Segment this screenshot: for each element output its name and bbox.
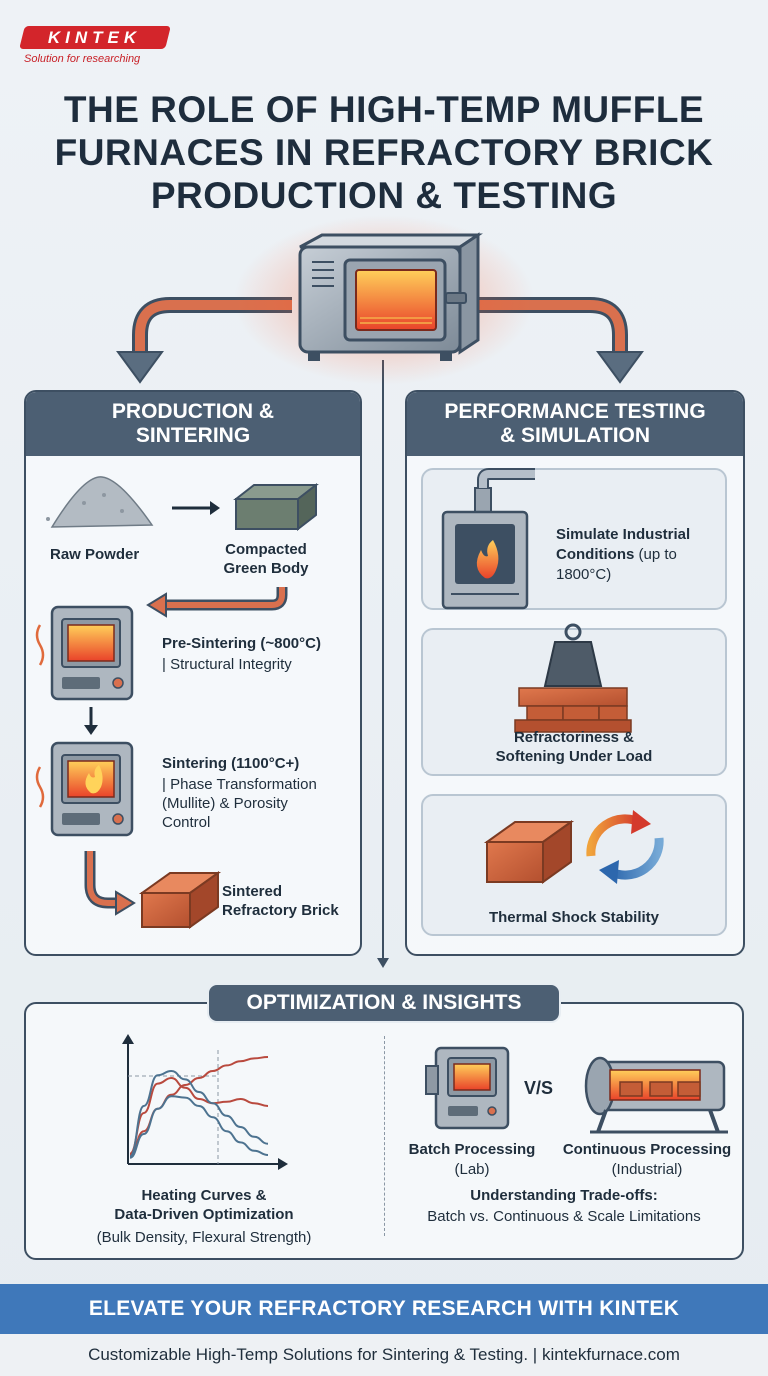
- footer-text: Customizable High-Temp Solutions for Sin…: [0, 1334, 768, 1376]
- batch-furnace-icon: [425, 1046, 510, 1130]
- continuous-sub: (Industrial): [611, 1161, 683, 1178]
- production-graphics: [35, 476, 319, 929]
- pre-sintering-title: Pre-Sintering (~800°C): [162, 635, 321, 652]
- pre-sintering-detail: | Structural Integrity: [162, 656, 292, 673]
- chart-subtitle: (Bulk Density, Flexural Strength): [96, 1229, 312, 1246]
- sintering-title: Sintering (1100°C+): [162, 755, 300, 772]
- chart-title: Heating Curves & Data-Driven Optimizatio…: [114, 1187, 294, 1223]
- page-title: THE ROLE OF HIGH-TEMP MUFFLE FURNACES IN…: [54, 89, 714, 216]
- logo-tagline: Solution for researching: [24, 53, 141, 65]
- load-test-icon: [514, 623, 632, 733]
- green-body-label: Compacted Green Body: [223, 541, 309, 577]
- sintering-furnace-icon: [35, 741, 134, 837]
- sintered-brick-label: Sintered Refractory Brick: [222, 883, 339, 919]
- vs-label: V/S: [524, 1078, 554, 1098]
- batch-sub: (Lab): [454, 1161, 490, 1178]
- thermal-shock-card: [421, 794, 727, 936]
- testing-heading: PERFORMANCE TESTING & SIMULATION: [407, 392, 743, 456]
- processing-graphics: [425, 1046, 728, 1134]
- chart-x-axis-arrow: [278, 1158, 288, 1170]
- cta-banner: ELEVATE YOUR REFRACTORY RESEARCH WITH KI…: [0, 1284, 768, 1334]
- thermal-shock-label: Thermal Shock Stability: [488, 909, 660, 926]
- flow-graphics: [116, 215, 644, 968]
- simulate-label: Simulate Industrial Conditions (up to 18…: [556, 525, 690, 585]
- batch-label: Batch Processing: [408, 1141, 536, 1158]
- sintering-detail: | Phase Transformation (Mullite) & Poros…: [162, 776, 317, 831]
- chart-series-line-4: [129, 1095, 269, 1159]
- left-flow-arrow: [116, 297, 292, 384]
- process-arrow: [172, 501, 220, 515]
- chart-y-axis-arrow: [122, 1034, 134, 1044]
- right-flow-arrow: [474, 297, 644, 384]
- raw-powder-label: Raw Powder: [50, 546, 140, 563]
- chart-series-group: [129, 1056, 269, 1159]
- testing-graphics: [441, 468, 664, 884]
- heating-curves-chart: [122, 1034, 288, 1170]
- thermal-brick-icon: [483, 820, 575, 884]
- to-brick-arrow: [84, 851, 136, 916]
- tradeoff-sub: Batch vs. Continuous & Scale Limitations: [427, 1208, 701, 1225]
- sintered-brick-icon: [138, 871, 222, 929]
- down-arrow: [84, 707, 98, 735]
- return-arrow: [146, 587, 288, 618]
- chart-series-line-3: [129, 1069, 269, 1158]
- raw-powder-icon: [46, 476, 154, 528]
- chart-series-line-2: [129, 1076, 269, 1155]
- continuous-label: Continuous Processing: [562, 1141, 732, 1158]
- green-body-icon: [233, 482, 319, 532]
- pre-sintering-furnace-icon: [35, 605, 134, 701]
- continuous-furnace-icon: [584, 1056, 728, 1134]
- tradeoff-title: Understanding Trade-offs:: [470, 1187, 658, 1204]
- simulate-label-rest: (up to 1800°C): [556, 546, 677, 583]
- central-furnace-icon: [234, 215, 534, 385]
- production-heading: PRODUCTION & SINTERING: [26, 392, 360, 456]
- refractoriness-label: Refractoriness & Softening Under Load: [495, 729, 653, 765]
- industrial-furnace-icon: [441, 468, 535, 610]
- optimization-heading: OPTIMIZATION & INSIGHTS: [207, 983, 561, 1023]
- simulate-label-bold: Simulate Industrial Conditions: [556, 526, 691, 563]
- optimization-divider: [384, 1036, 385, 1236]
- cycle-arrows-icon: [586, 810, 664, 884]
